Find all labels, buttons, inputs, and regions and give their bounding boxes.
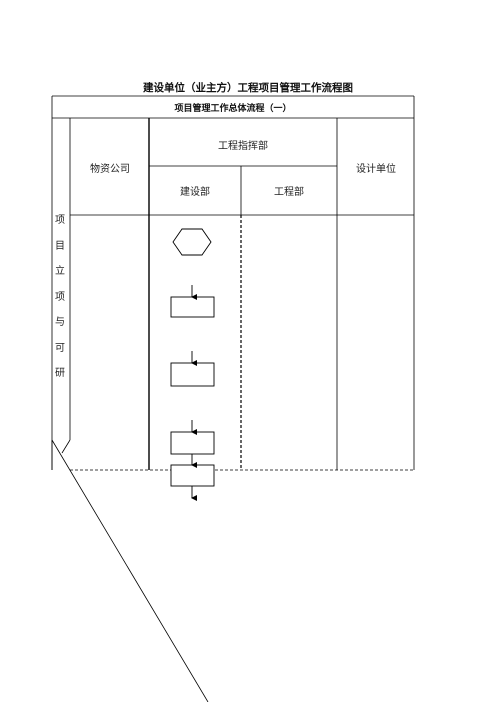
start-hexagon [172, 228, 212, 256]
header-design-unit: 设计单位 [356, 164, 396, 175]
header-materials-company: 物资公司 [90, 164, 130, 175]
flow-subtitle: 项目管理工作总体流程（一） [174, 104, 292, 114]
process-box-4 [170, 464, 215, 487]
page-title: 建设单位（业主方）工程项目管理工作流程图 [143, 82, 353, 94]
header-command-department: 工程指挥部 [218, 141, 268, 152]
phase-char: 与 [55, 317, 65, 328]
phase-char: 项 [55, 215, 65, 226]
phase-char: 可 [55, 342, 65, 354]
phase-char: 目 [55, 240, 65, 252]
header-engineering-department: 工程部 [274, 187, 304, 198]
table-grid [51, 95, 415, 702]
flow-nodes [170, 228, 215, 487]
process-box-2 [170, 362, 215, 387]
phase-char: 项 [55, 291, 65, 303]
process-box-3 [170, 431, 215, 455]
phase-char: 研 [55, 368, 65, 379]
process-box-1 [170, 296, 215, 318]
header-construction-department: 建设部 [180, 187, 210, 198]
phase-label: 项 目 立 项 与 可 研 [50, 208, 70, 387]
phase-char: 立 [55, 266, 65, 277]
